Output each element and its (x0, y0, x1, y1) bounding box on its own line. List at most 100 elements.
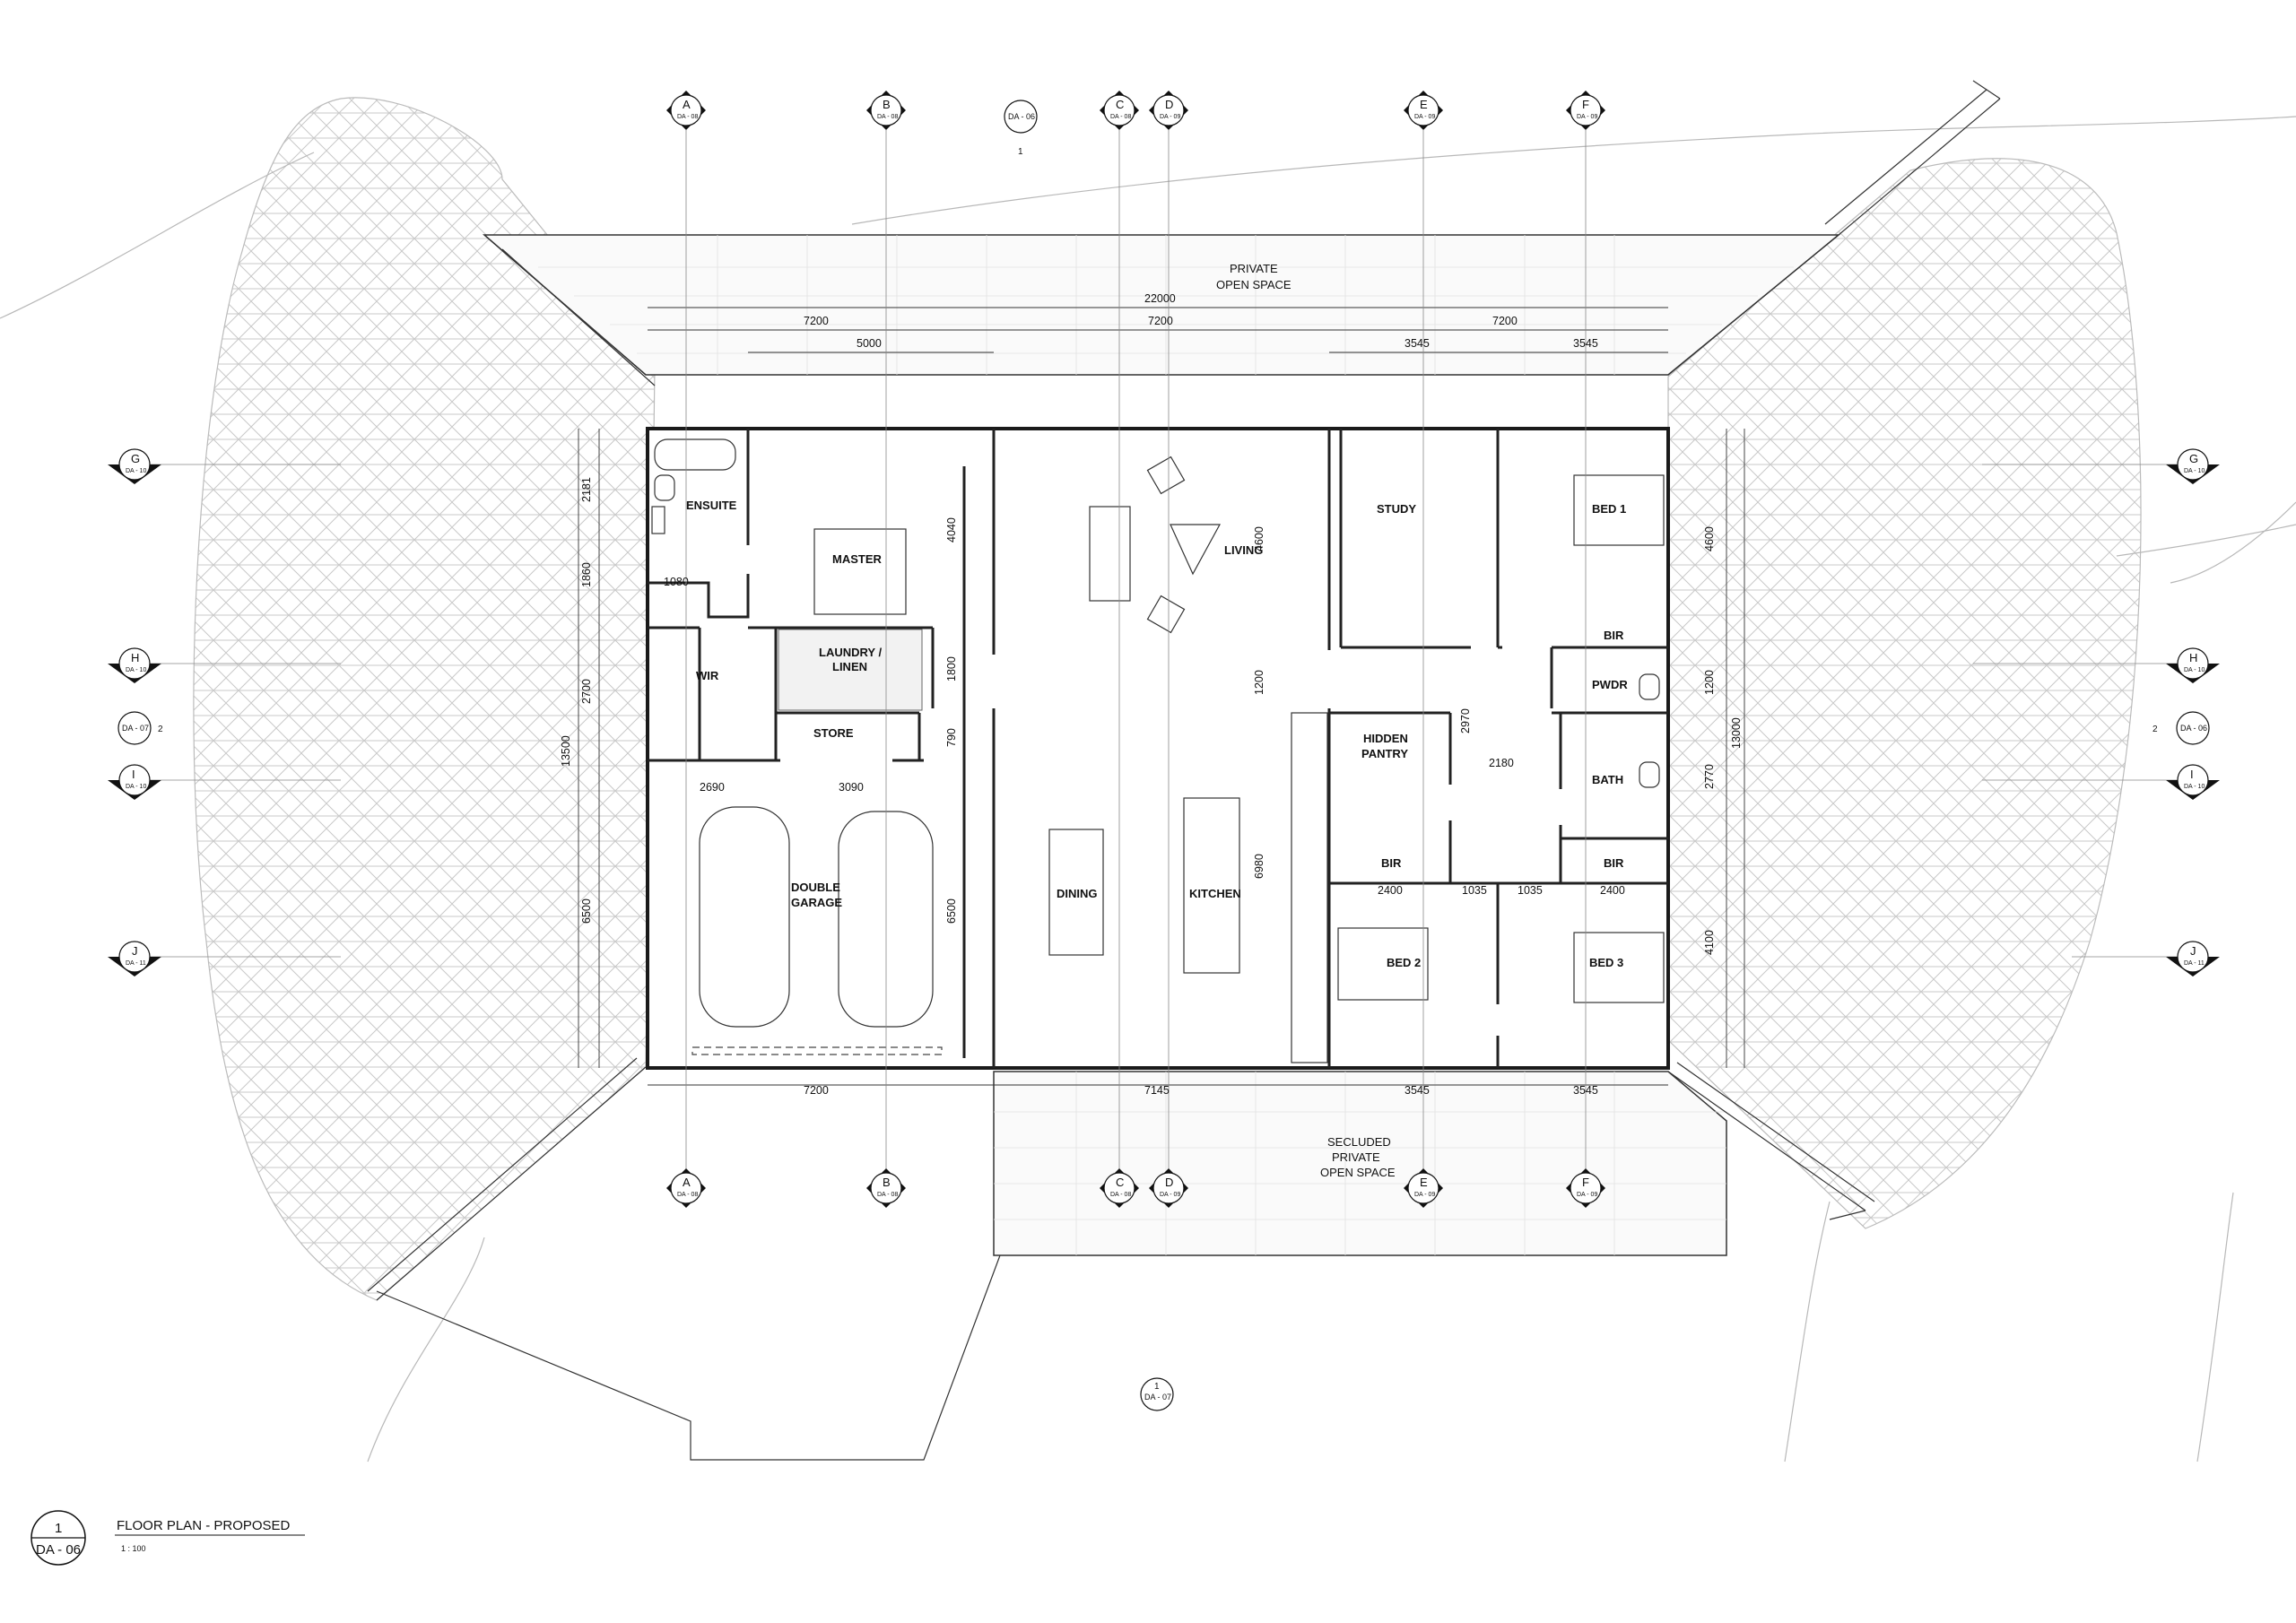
dim-6500: 6500 (580, 898, 593, 924)
room-label-bed1: BED 1 (1592, 502, 1626, 516)
dim-13000: 13000 (1730, 717, 1743, 749)
svg-text:1: 1 (1018, 147, 1023, 157)
section-marker-right: DA - 06 2 (2152, 711, 2210, 745)
room-label-pantry-1: HIDDEN (1363, 732, 1408, 745)
grid-bubble-i-right: I DA - 10 (2166, 764, 2220, 800)
section-markers: DA - 06 1 DA - 07 2 DA - 06 2 DA - 07 1 (117, 100, 2210, 1411)
dim-2400: 2400 (1600, 884, 1625, 897)
master-bed (813, 528, 907, 615)
dim-4600: 4600 (1703, 526, 1716, 551)
terrain-contour (851, 116, 2296, 225)
armchair (1146, 456, 1186, 495)
room-label-pwdr: PWDR (1592, 678, 1628, 691)
grid-bubbles-right: GDA - 10 H DA - 10 I DA - 10 J DA - 11 (2166, 448, 2220, 976)
bed-2 (1337, 927, 1429, 1001)
room-label-bir: BIR (1604, 856, 1624, 870)
toilet (654, 474, 675, 501)
landscape-terrain (0, 80, 2296, 1462)
bathtub (654, 438, 736, 471)
grid-bubble-b-bottom: BDA - 08 (866, 1168, 906, 1208)
retaining-wall-se (1667, 1062, 1875, 1211)
dim-2180: 2180 (1489, 757, 1514, 769)
retaining-wall-nw (483, 234, 656, 386)
room-label-dining: DINING (1057, 887, 1098, 900)
svg-text:I: I (2190, 768, 2194, 781)
bed-1 (1573, 474, 1665, 546)
svg-text:DA - 10: DA - 10 (126, 667, 146, 673)
dim-2700: 2700 (580, 679, 593, 704)
vanity (651, 506, 665, 534)
svg-text:D: D (1165, 1176, 1173, 1189)
bath-fixture (1639, 761, 1660, 788)
terrain-contour (2196, 1192, 2234, 1462)
garage-car-left (699, 806, 790, 1028)
room-label-private: PRIVATE (1332, 1150, 1380, 1164)
svg-text:A: A (683, 1176, 691, 1189)
south-deck (993, 1071, 1727, 1256)
svg-text:E: E (1420, 1176, 1428, 1189)
svg-text:2: 2 (2152, 725, 2158, 734)
grid-bubble-e-bottom: E DA - 09 (1404, 1168, 1443, 1208)
grid-bubble-b-top: BDA - 08 (866, 91, 906, 130)
dimension-text: 22000 7200 7200 7200 5000 3545 3545 1080… (560, 292, 1743, 1097)
svg-text:DA - 08: DA - 08 (877, 1192, 898, 1198)
grid-bubble-c-top: CDA - 08 (1100, 91, 1139, 130)
grid-lines (130, 130, 2188, 1175)
terrain-contour (1784, 1201, 1831, 1462)
svg-text:DA - 09: DA - 09 (1577, 1192, 1597, 1198)
room-labels: ENSUITE MASTER WIR LAUNDRY / LINEN STORE… (686, 262, 1628, 1179)
room-label-study: STUDY (1377, 502, 1416, 516)
kitchen-bench (1291, 712, 1328, 1063)
svg-text:1: 1 (1154, 1382, 1160, 1392)
dim-6980: 6980 (1253, 854, 1265, 879)
garage-car-right (838, 811, 934, 1028)
title-text: FLOOR PLAN - PROPOSED (117, 1518, 291, 1533)
dim-2400: 2400 (1378, 884, 1403, 897)
north-deck (482, 234, 1841, 376)
dim-3090: 3090 (839, 781, 864, 794)
laundry-tiles (778, 629, 923, 711)
dimension-lines (578, 307, 1745, 1086)
title-number: 1 (55, 1521, 62, 1536)
grid-bubble-g-right: GDA - 10 (2166, 448, 2220, 484)
svg-text:DA - 08: DA - 08 (677, 1192, 698, 1198)
svg-text:DA - 08: DA - 08 (1110, 1192, 1131, 1198)
coffee-table (1170, 524, 1222, 576)
dim-2690: 2690 (700, 781, 725, 794)
grid-bubble-f-bottom: FDA - 09 (1566, 1168, 1605, 1208)
svg-text:DA - 11: DA - 11 (126, 960, 146, 967)
retaining-wall-sw (367, 1057, 647, 1301)
sofa (1089, 506, 1131, 602)
dim-3545: 3545 (1405, 337, 1430, 350)
grid-bubble-f-top: FDA - 09 (1566, 91, 1605, 130)
dim-3545: 3545 (1405, 1084, 1430, 1097)
svg-text:H: H (2189, 651, 2197, 664)
title-sheet: DA - 06 (36, 1542, 81, 1558)
svg-text:J: J (2190, 944, 2196, 958)
section-marker-bottom: DA - 07 1 (1140, 1377, 1174, 1411)
house-outline (646, 427, 1670, 1070)
dim-1860: 1860 (580, 562, 593, 587)
svg-text:DA - 09: DA - 09 (1414, 1192, 1435, 1198)
svg-text:2: 2 (158, 725, 163, 734)
svg-text:DA - 11: DA - 11 (2184, 960, 2205, 967)
svg-text:J: J (132, 944, 138, 958)
svg-text:B: B (883, 98, 891, 111)
grid-bubble-e-top: EDA - 09 (1404, 91, 1443, 130)
room-label-bed3: BED 3 (1589, 956, 1623, 969)
svg-text:DA - 10: DA - 10 (126, 784, 146, 790)
svg-text:DA - 08: DA - 08 (677, 114, 698, 120)
svg-text:DA - 10: DA - 10 (2184, 784, 2205, 790)
dim-3545: 3545 (1573, 1084, 1598, 1097)
svg-text:I: I (132, 768, 135, 781)
grid-bubble-g-left: GDA - 10 (108, 448, 161, 484)
svg-text:DA - 10: DA - 10 (2184, 468, 2205, 474)
svg-text:DA - 08: DA - 08 (1110, 114, 1131, 120)
title-scale: 1 : 100 (121, 1544, 146, 1553)
svg-text:E: E (1420, 98, 1428, 111)
svg-text:DA - 10: DA - 10 (126, 468, 146, 474)
room-label-wir: WIR (696, 669, 719, 682)
svg-text:DA - 09: DA - 09 (1577, 114, 1597, 120)
svg-text:DA - 06: DA - 06 (2180, 724, 2207, 733)
pwdr-toilet (1639, 673, 1660, 700)
